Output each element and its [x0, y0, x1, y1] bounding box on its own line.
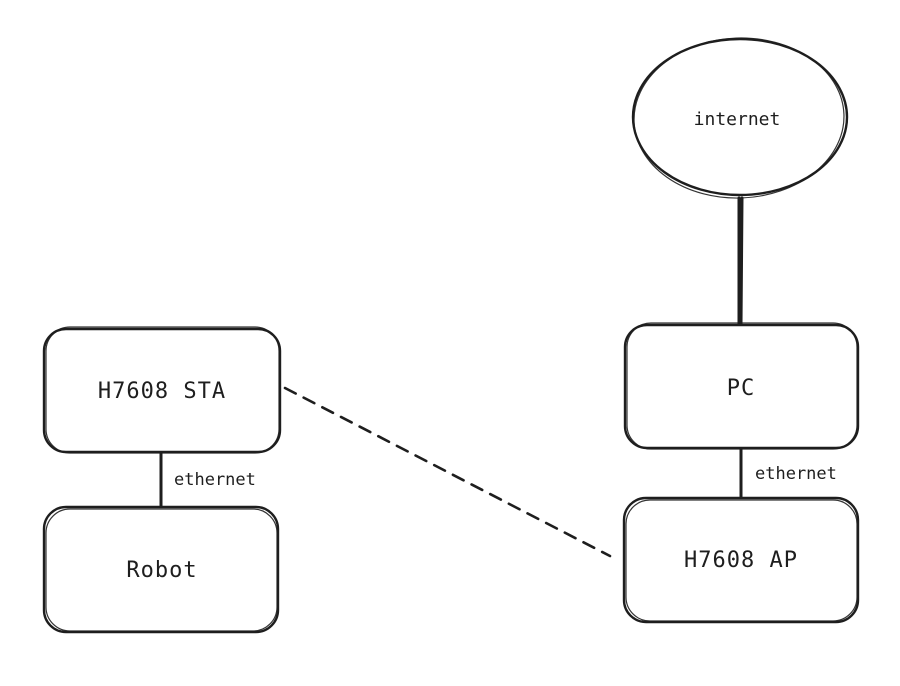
node-label-h7608-ap: H7608 AP — [684, 548, 798, 573]
edge-labels: ethernet ethernet — [174, 464, 837, 490]
nodes: internet PC H7608 AP H7608 STA Robot — [42, 34, 860, 634]
edge-sta-ap-wireless — [283, 386, 612, 558]
node-pc[interactable]: PC — [623, 322, 860, 450]
node-label-h7608-sta: H7608 STA — [98, 379, 226, 404]
node-internet[interactable]: internet — [631, 34, 849, 201]
edge-label-pc-ap: ethernet — [755, 464, 837, 484]
edge-label-sta-robot: ethernet — [174, 470, 256, 490]
node-label-robot: Robot — [126, 558, 197, 583]
node-h7608-sta[interactable]: H7608 STA — [42, 326, 282, 454]
node-h7608-ap[interactable]: H7608 AP — [622, 496, 860, 624]
edge-internet-pc — [737, 196, 744, 327]
node-robot[interactable]: Robot — [42, 505, 280, 634]
node-label-internet: internet — [694, 109, 781, 130]
node-label-pc: PC — [727, 376, 756, 401]
edges — [159, 196, 744, 558]
